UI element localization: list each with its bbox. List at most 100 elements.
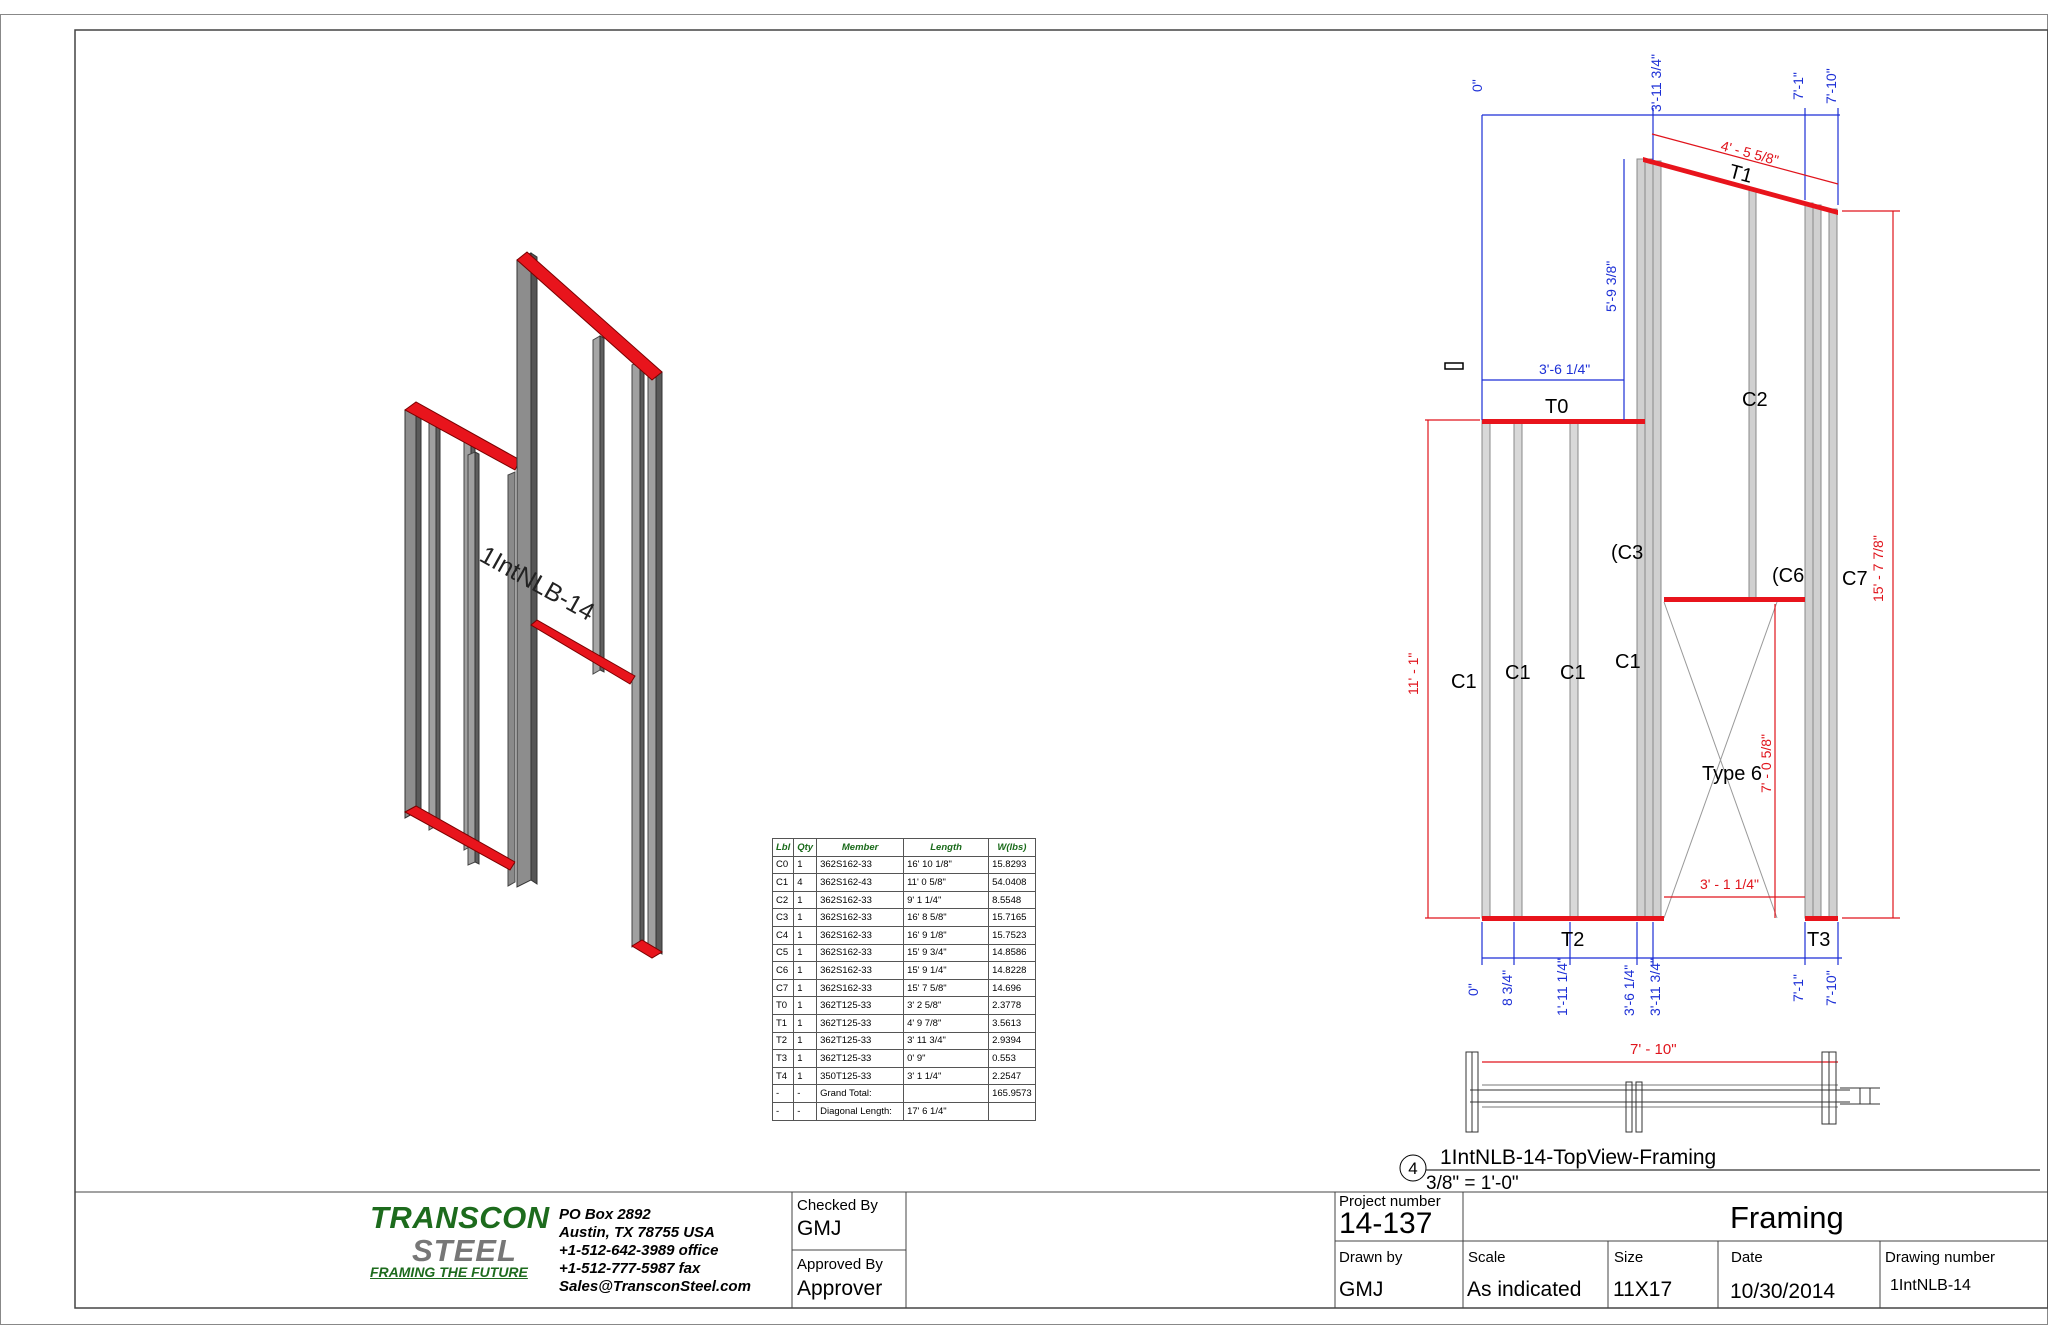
dim-left-height: 11' - 1" bbox=[1405, 653, 1421, 695]
approved-by-label: Approved By bbox=[797, 1256, 883, 1273]
dim-top-1: 3'-11 3/4" bbox=[1648, 54, 1664, 112]
scale-label: Scale bbox=[1468, 1249, 1506, 1266]
checked-by-label: Checked By bbox=[797, 1197, 878, 1214]
dim-top-0: 0" bbox=[1469, 79, 1485, 92]
bom-cell: 0' 9" bbox=[903, 1049, 990, 1068]
checked-by-value: GMJ bbox=[797, 1217, 842, 1240]
scale-value: As indicated bbox=[1467, 1278, 1582, 1301]
bom-cell: C4 bbox=[771, 925, 795, 945]
bom-cell: 11' 0 5/8" bbox=[903, 873, 990, 892]
blue-dimensions bbox=[1481, 108, 1842, 965]
bom-cell: 362T125-33 bbox=[816, 1049, 905, 1068]
bom-cell: 350T125-33 bbox=[816, 1066, 905, 1086]
bom-cell: 16' 8 5/8" bbox=[903, 908, 990, 927]
member-label: T3 bbox=[1807, 929, 1830, 951]
bom-cell: 16' 9 1/8" bbox=[903, 925, 990, 945]
outer-border bbox=[0, 14, 2048, 1325]
dim-left-width: 3'-6 1/4" bbox=[1539, 361, 1590, 377]
bom-header-row: Lbl Qty Member Length W(lbs) bbox=[771, 838, 1036, 857]
bom-cell: 1 bbox=[793, 1031, 818, 1051]
bom-cell: T3 bbox=[771, 1049, 795, 1068]
view-title: 1IntNLB-14-TopView-Framing bbox=[1440, 1146, 1716, 1169]
member-label: T0 bbox=[1545, 396, 1568, 418]
bom-cell: C2 bbox=[771, 890, 795, 910]
bom-cell: 3' 2 5/8" bbox=[903, 996, 990, 1015]
bom-cell: - bbox=[793, 1084, 818, 1103]
bom-row: --Grand Total:165.9573 bbox=[771, 1084, 1036, 1103]
bom-cell: - bbox=[771, 1101, 795, 1121]
bom-cell: 362S162-33 bbox=[816, 961, 905, 980]
company-email: Sales@TransconSteel.com bbox=[559, 1278, 751, 1295]
member-label: C1 bbox=[1560, 662, 1586, 684]
bom-cell: 1 bbox=[793, 925, 818, 945]
dim-top-2: 7'-1" bbox=[1790, 72, 1806, 100]
member-labels: C1 C1 C1 C1 C2 (C3 (C6 C7 T0 T1 T2 T3 Ty… bbox=[1451, 161, 1868, 951]
bom-cell: 2.2547 bbox=[988, 1066, 1036, 1086]
bom-cell: 15' 9 3/4" bbox=[903, 943, 990, 963]
member-label: T2 bbox=[1561, 929, 1584, 951]
bom-cell: T4 bbox=[771, 1066, 795, 1086]
company-logo-steel: STEEL bbox=[412, 1233, 517, 1268]
size-label: Size bbox=[1614, 1249, 1644, 1266]
header-track bbox=[1664, 597, 1805, 602]
drawing-number-label: Drawing number bbox=[1885, 1249, 1996, 1266]
dim-top-3: 7'-10" bbox=[1823, 68, 1839, 104]
drawn-by-label: Drawn by bbox=[1339, 1249, 1403, 1266]
dim-bot-0: 0" bbox=[1465, 983, 1481, 996]
bom-cell: 4' 9 7/8" bbox=[903, 1013, 990, 1033]
date-value: 10/30/2014 bbox=[1730, 1280, 1836, 1303]
bom-header-cell: W(lbs) bbox=[988, 838, 1036, 857]
bom-cell: 362T125-33 bbox=[816, 1031, 905, 1051]
drawing-number-value: 1IntNLB-14 bbox=[1890, 1277, 1971, 1294]
bom-cell: 1 bbox=[793, 943, 818, 963]
bom-cell: - bbox=[771, 1084, 795, 1103]
bom-cell: 362S162-33 bbox=[816, 978, 905, 998]
company-phone-fax: +1-512-777-5987 fax bbox=[559, 1260, 701, 1277]
company-address-line: PO Box 2892 bbox=[559, 1206, 651, 1223]
bom-cell: 1 bbox=[793, 908, 818, 927]
bom-cell: 14.8586 bbox=[988, 943, 1036, 963]
bom-cell: 15' 9 1/4" bbox=[903, 961, 990, 980]
company-address-line: Austin, TX 78755 USA bbox=[559, 1224, 715, 1241]
bom-cell: T1 bbox=[771, 1013, 795, 1033]
member-label: (C3 bbox=[1611, 542, 1643, 564]
company-tagline: FRAMING THE FUTURE bbox=[370, 1264, 528, 1280]
opening-diagonals bbox=[1663, 601, 1778, 919]
bom-cell: 9' 1 1/4" bbox=[903, 890, 990, 910]
bom-cell: 1 bbox=[793, 996, 818, 1015]
bom-cell bbox=[903, 1084, 990, 1103]
bom-cell: 1 bbox=[793, 1049, 818, 1068]
bom-cell: 362S162-33 bbox=[816, 925, 905, 945]
dim-bot-3: 3'-6 1/4" bbox=[1621, 965, 1637, 1016]
bom-cell: 14.696 bbox=[988, 978, 1036, 998]
bom-cell: 362S162-33 bbox=[816, 908, 905, 927]
bom-header-cell: Lbl bbox=[771, 838, 795, 857]
bom-cell: Grand Total: bbox=[816, 1084, 905, 1103]
track-t2 bbox=[1482, 916, 1664, 921]
bom-cell: 362S162-33 bbox=[816, 890, 905, 910]
bom-cell: Diagonal Length: bbox=[816, 1101, 905, 1121]
bom-cell: 362S162-33 bbox=[816, 943, 905, 963]
bom-cell: 362T125-33 bbox=[816, 1013, 905, 1033]
bom-cell: 8.5548 bbox=[988, 890, 1036, 910]
bom-cell: - bbox=[793, 1101, 818, 1121]
dim-bot-6: 7'-10" bbox=[1823, 970, 1839, 1006]
sheet-title: Framing bbox=[1730, 1200, 1844, 1235]
isometric-wall-view: 1IntNLB-14 bbox=[403, 251, 663, 959]
dim-bot-2: 1'-11 1/4" bbox=[1554, 958, 1570, 1016]
dim-bot-5: 7'-1" bbox=[1790, 974, 1806, 1002]
bom-cell: 3' 1 1/4" bbox=[903, 1066, 990, 1086]
bom-cell: 16' 10 1/8" bbox=[903, 855, 990, 875]
bom-cell: C6 bbox=[771, 961, 795, 980]
